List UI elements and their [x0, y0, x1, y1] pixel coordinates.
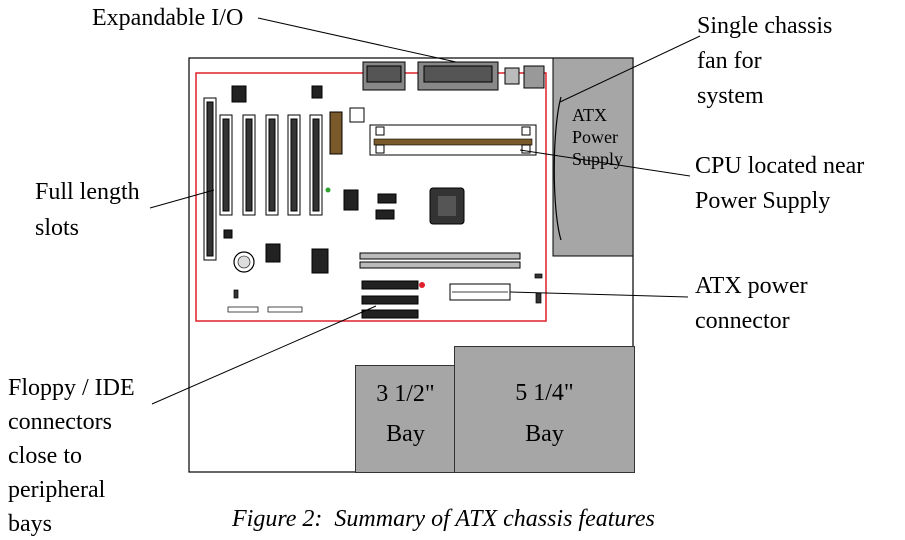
bay-5-25-size: 5 1/4" [515, 380, 574, 406]
memory-slots [359, 252, 521, 269]
label-floppy-line1: Floppy / IDE [8, 375, 135, 401]
expansion-slots [203, 97, 323, 261]
bay-3-5-label: Bay [386, 421, 425, 447]
psu-line3: Supply [572, 149, 624, 169]
label-atx-power-line2: connector [695, 308, 790, 334]
label-floppy-line4: peripheral [8, 477, 106, 503]
label-single-fan-line2: fan for [697, 48, 762, 74]
io-connectors [362, 61, 545, 91]
psu-line2: Power [572, 127, 618, 147]
psu-line1: ATX [572, 105, 607, 125]
label-single-fan-line3: system [697, 83, 764, 109]
led-green [325, 187, 331, 193]
psu-fan [553, 96, 562, 241]
label-full-length-line1: Full length [35, 179, 140, 205]
bay-3-5-size: 3 1/2" [376, 381, 435, 407]
label-floppy-line5: bays [8, 511, 52, 537]
bay-5-25-label: Bay [525, 421, 564, 447]
leader-lines [149, 17, 701, 405]
label-atx-power-line1: ATX power [695, 273, 808, 299]
bay-3-5: 3 1/2" Bay [355, 365, 456, 473]
bottom-headers [227, 273, 543, 313]
label-cpu-line2: Power Supply [695, 188, 831, 214]
figure-caption: Figure 2: Summary of ATX chassis feature… [232, 506, 655, 532]
label-floppy-line2: connectors [8, 409, 112, 435]
label-full-length-line2: slots [35, 215, 80, 241]
led-red [419, 282, 425, 288]
bay-5-25: 5 1/4" Bay [454, 346, 635, 473]
floppy-ide-connectors [361, 280, 419, 319]
board-chips [223, 85, 397, 274]
cpu-slot [369, 124, 537, 156]
label-expandable-io: Expandable I/O [92, 5, 244, 31]
label-single-fan-line1: Single chassis [697, 13, 833, 39]
label-cpu-line1: CPU located near [695, 153, 865, 179]
label-floppy-line3: close to [8, 443, 82, 469]
